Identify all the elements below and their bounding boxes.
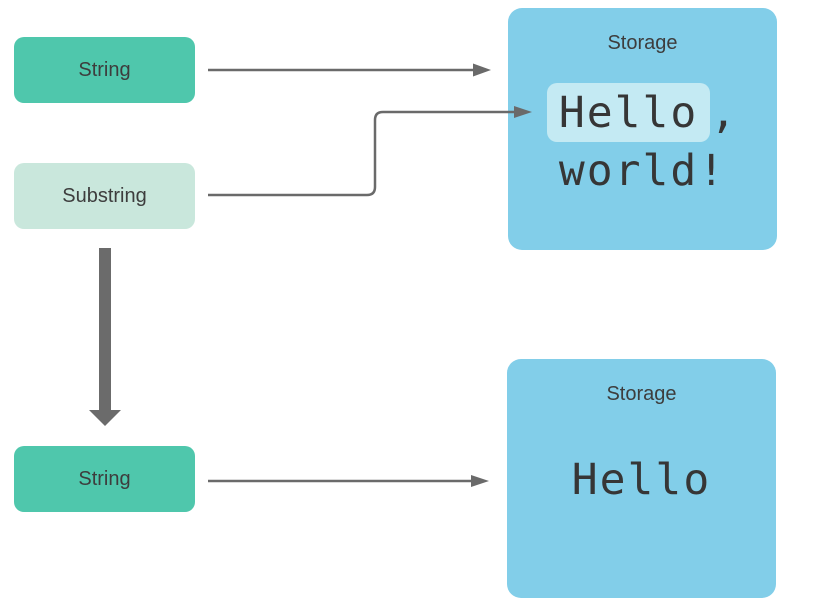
storage-bottom-content-text: Hello (571, 455, 712, 505)
storage-top-line2-text: world! (558, 145, 727, 196)
storage-bottom-content: Hello (507, 451, 776, 509)
string-node-top-label: String (78, 58, 131, 81)
storage-top-content: Hello , world! (508, 83, 777, 199)
substring-to-storage-arrow (208, 106, 532, 197)
storage-top-line1-rest: , (710, 87, 739, 138)
substring-highlight-region: Hello (546, 83, 711, 142)
storage-box-bottom: Storage Hello (507, 359, 776, 598)
storage-bottom-title: Storage (606, 383, 677, 405)
storage-top-line2: world! (559, 142, 726, 199)
string-to-storage-arrow (208, 63, 491, 77)
string-node-bottom: String (14, 446, 195, 512)
string-to-storage-arrow-bottom (208, 475, 489, 487)
substring-to-string-thick-arrow (89, 248, 121, 426)
storage-box-top: Storage Hello , world! (508, 8, 777, 250)
string-node-top: String (14, 37, 195, 103)
substring-node-label: Substring (62, 184, 147, 207)
substring-node: Substring (14, 163, 195, 229)
storage-top-title: Storage (607, 32, 678, 54)
string-node-bottom-label: String (78, 467, 131, 490)
substring-highlight-text: Hello (558, 87, 699, 138)
storage-top-line1: Hello , (546, 83, 739, 142)
